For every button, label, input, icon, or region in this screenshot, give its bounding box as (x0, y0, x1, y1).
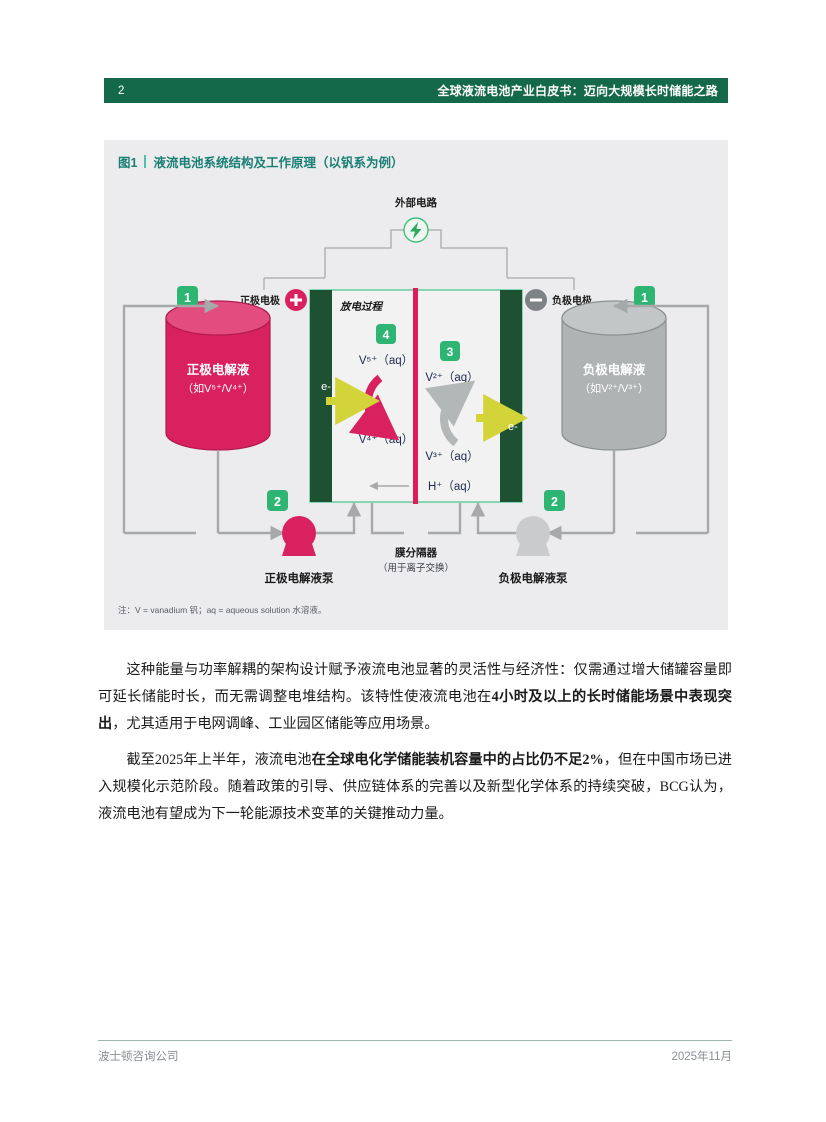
membrane-line (413, 288, 418, 504)
document-title: 全球液流电池产业白皮书：迈向大规模长时储能之路 (437, 84, 718, 98)
positive-electrolyte-pump (282, 516, 316, 556)
positive-species-top: V⁵⁺（aq） (359, 354, 413, 367)
negative-electrolyte-pump (516, 516, 550, 556)
badge-2-left-text: 2 (274, 495, 281, 509)
electron-label-right: e- (508, 421, 518, 433)
negative-pump-badge: 2 (544, 490, 565, 511)
negative-electrode-label: 负极电极 (552, 294, 593, 307)
membrane-label: 膜分隔器 (395, 546, 437, 559)
negative-species-top: V²⁺（aq） (425, 371, 478, 384)
badge-1-right-text: 1 (641, 291, 648, 305)
positive-electrode-plate (310, 290, 332, 502)
positive-electrode-label: 正极电极 (240, 294, 281, 307)
badge-4-text: 4 (383, 328, 390, 342)
positive-tank-label: 正极电解液 (187, 362, 250, 377)
footer-divider (98, 1040, 732, 1041)
badge-1-left-text: 1 (184, 291, 191, 305)
piping-network (122, 298, 710, 541)
positive-reaction-badge: 4 (376, 324, 396, 344)
negative-electrode-plate (500, 290, 522, 502)
negative-electrolyte-tank: 负极电解液 （如V²⁺/V³⁺） (561, 300, 667, 451)
figure-number: 图1 (118, 156, 138, 170)
negative-reaction-badge: 3 (440, 341, 460, 361)
figure-title: 图1 液流电池系统结构及工作原理（以钒系为例） (118, 152, 403, 171)
lightning-bolt-icon (403, 217, 429, 243)
figure-note: 注：V = vanadium 钒；aq = aqueous solution 水… (118, 605, 327, 615)
negative-pump-label: 负极电解液泵 (499, 571, 568, 585)
paragraph-1: 这种能量与功率解耦的架构设计赋予液流电池显著的灵活性与经济性：仅需通过增大储罐容… (98, 657, 732, 738)
positive-pump-badge: 2 (267, 490, 288, 511)
badge-3-text: 3 (447, 345, 454, 359)
page-footer: 波士顿咨询公司 2025年11月 (98, 1048, 732, 1064)
positive-tank-badge: 1 (177, 286, 198, 307)
cell-stack (309, 288, 523, 504)
external-circuit-label: 外部电路 (394, 196, 437, 209)
negative-tank-badge: 1 (634, 286, 655, 307)
positive-terminal (285, 289, 307, 311)
proton-label: H⁺（aq） (428, 480, 478, 493)
figure-caption: 液流电池系统结构及工作原理（以钒系为例） (153, 156, 404, 170)
page-number: 2 (118, 84, 125, 97)
discharge-process-label: 放电过程 (339, 300, 383, 313)
negative-tank-label: 负极电解液 (583, 362, 646, 377)
external-circuit-wiring (263, 229, 575, 290)
paragraph-2-runs: 截至2025年上半年，液流电池在全球电化学储能装机容量中的占比仍不足2%，但在中… (98, 752, 732, 822)
positive-tank-sublabel: （如V⁵⁺/V⁴⁺） (182, 381, 254, 395)
figure-title-separator (144, 155, 147, 168)
footer-company: 波士顿咨询公司 (98, 1051, 179, 1063)
positive-pump-label: 正极电解液泵 (265, 571, 334, 585)
positive-electrolyte-tank: 正极电解液 （如V⁵⁺/V⁴⁺） (165, 300, 271, 451)
figure-panel: 图1 液流电池系统结构及工作原理（以钒系为例） (104, 140, 728, 630)
positive-species-bottom: V⁴⁺（aq） (359, 433, 413, 446)
negative-species-bottom: V³⁺（aq） (425, 450, 478, 463)
negative-tank-sublabel: （如V²⁺/V³⁺） (579, 381, 649, 395)
membrane-sublabel: （用于离子交换） (378, 562, 454, 574)
negative-terminal (525, 289, 547, 311)
flow-battery-diagram: 外部电路 正极电极 负极电极 放电过程 4 V⁵⁺（aq） (122, 196, 710, 585)
paragraph-1-runs: 这种能量与功率解耦的架构设计赋予液流电池显著的灵活性与经济性：仅需通过增大储罐容… (98, 662, 732, 732)
page-header-bar: 2 全球液流电池产业白皮书：迈向大规模长时储能之路 (104, 78, 728, 103)
footer-date: 2025年11月 (671, 1051, 732, 1063)
negative-reaction-arrow (424, 380, 476, 447)
paragraph-2: 截至2025年上半年，液流电池在全球电化学储能装机容量中的占比仍不足2%，但在中… (98, 747, 732, 828)
electron-label-left: e- (321, 381, 331, 393)
badge-2-right-text: 2 (551, 495, 558, 509)
